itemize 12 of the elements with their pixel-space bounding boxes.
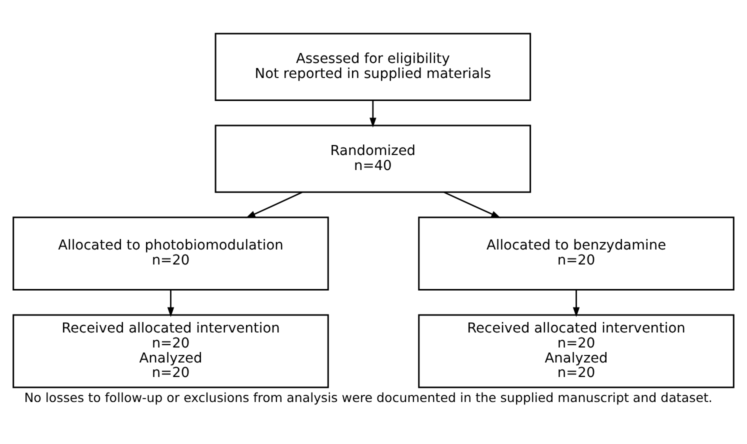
arrow bbox=[572, 290, 580, 317]
node-box: Allocated to benzydamine n=20 bbox=[418, 216, 734, 291]
arrow bbox=[167, 290, 174, 317]
node-box: Assessed for eligibility Not reported in supplied materials bbox=[214, 32, 532, 101]
arrow bbox=[246, 192, 302, 218]
node-box: Randomized n=40 bbox=[214, 124, 532, 193]
node-box: Allocated to photobiomodulation n=20 bbox=[12, 216, 329, 291]
arrow bbox=[444, 192, 501, 218]
node-box: Received allocated intervention n=20 Analyzed n=20 bbox=[12, 314, 329, 388]
arrow bbox=[370, 100, 376, 128]
caption: No losses to follow-up or exclusions from analysis were documented in the supplied manuscript and dataset. bbox=[24, 390, 712, 406]
node-box: Received allocated intervention n=20 Analyzed n=20 bbox=[418, 314, 734, 388]
